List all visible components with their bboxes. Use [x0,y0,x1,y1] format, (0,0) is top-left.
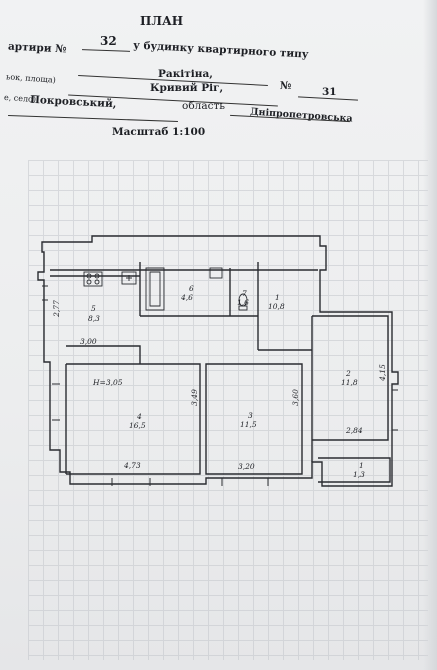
room-number: 3 [248,411,253,420]
dim-room4-width: 4,73 [124,461,141,470]
city-name: Кривий Ріг, [150,82,224,94]
window-room4-bottom [111,478,151,486]
burner-icon [86,279,92,285]
burner-icon [94,279,100,285]
room-number: 5 [91,304,96,313]
page-edge-shadow [423,0,437,670]
sink-icon [121,271,137,285]
dim-room2-depth: 4,15 [377,364,387,381]
room-number: 1 [359,461,364,470]
wall-room3 [205,363,303,475]
window-room4 [52,383,60,421]
window-room2 [392,389,398,431]
dim-room3-depth: 3,60 [290,389,300,406]
graph-paper-grid [28,160,428,660]
room-area: 11,5 [240,420,257,429]
ceiling-height: Н=3,05 [93,378,123,387]
house-number: 31 [322,86,337,98]
outer-wall [37,235,399,487]
dim-kitchen-depth: 2,77 [51,300,61,317]
scale-text: Масштаб 1:100 [112,126,206,138]
room-number: 7 [242,289,247,298]
window-room3 [221,478,269,486]
dim-room2-width: 2,84 [346,426,363,435]
dim-room3-width: 3,20 [238,462,255,471]
toilet-tank-icon [238,305,248,311]
plan-title: ПЛАН [140,14,184,28]
wall-kitchen-bottom [66,345,141,364]
burner-icon [94,273,100,279]
stove-icon [83,271,103,287]
room-area: 10,8 [268,302,285,311]
wall-room2 [312,315,389,441]
burner-icon [86,273,92,279]
room-area: 1,3 [353,470,365,479]
wall-balcony [318,457,391,483]
room-area: 11,8 [341,378,358,387]
house-no-label: № [280,80,292,92]
region-label: область [182,100,225,112]
bathtub-icon [145,267,165,311]
dim-kitchen-width: 3,00 [80,337,97,346]
room-area: 1,6 [237,298,249,307]
window-kitchen [42,285,48,301]
room-number: 2 [346,369,351,378]
sink-tap-icon [126,275,132,281]
dim-room4-depth: 3,49 [189,389,199,406]
wall-room4 [66,363,201,475]
bath-sink-icon [209,267,223,279]
apartment-number: 32 [100,34,117,48]
room-number: 1 [275,293,280,302]
street-name: Ракітіна, [158,68,213,80]
room-area: 16,5 [129,421,146,430]
room-area: 4,6 [181,293,193,302]
room-area: 8,3 [88,314,100,323]
room-number: 4 [137,412,142,421]
room-number: 6 [189,284,194,293]
